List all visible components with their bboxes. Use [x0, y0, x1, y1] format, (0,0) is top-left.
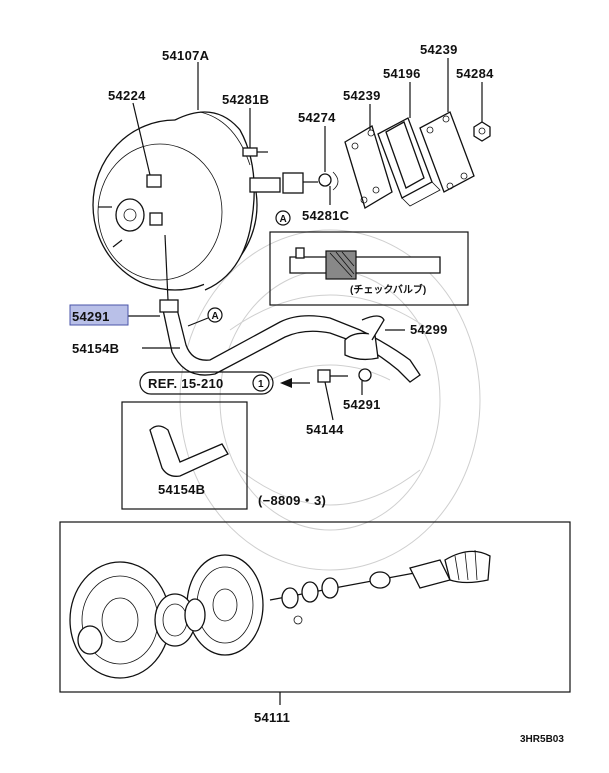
- hose-fitting[interactable]: [317, 368, 372, 383]
- part-labels: 54107A 54224 54281B 54274 54239 54196 54…: [72, 42, 564, 745]
- brake-booster[interactable]: [92, 111, 258, 291]
- arrow-left-icon: [280, 378, 292, 388]
- bolt[interactable]: [242, 147, 268, 157]
- label-spacer[interactable]: 54196: [383, 66, 421, 81]
- reference-circle-number: 1: [258, 379, 264, 390]
- label-clamp-right[interactable]: 54299: [410, 322, 448, 337]
- watermark: [179, 229, 481, 571]
- nut[interactable]: [473, 121, 491, 142]
- label-date-range: (−8809・3): [258, 493, 326, 508]
- label-stud-c[interactable]: 54281C: [302, 208, 350, 223]
- label-clamp-mid[interactable]: 54291: [343, 397, 381, 412]
- diagram-code: 3HR5B03: [520, 734, 564, 745]
- reference-text: REF. 15-210: [148, 376, 224, 391]
- label-nut-top[interactable]: 54224: [108, 88, 146, 103]
- label-bolt[interactable]: 54281B: [222, 92, 269, 107]
- label-nut-right[interactable]: 54284: [456, 66, 494, 81]
- label-hose-alt[interactable]: 54154B: [158, 482, 205, 497]
- svg-text:A: A: [212, 311, 219, 322]
- label-clip[interactable]: 54274: [298, 110, 336, 125]
- check-valve[interactable]: [344, 315, 385, 361]
- check-valve-caption: (チェックバルブ): [350, 283, 426, 296]
- gasket[interactable]: [419, 111, 475, 193]
- vacuum-hose[interactable]: A: [159, 234, 421, 383]
- label-fitting[interactable]: 54144: [306, 422, 344, 437]
- leader-lines: [128, 58, 483, 421]
- label-kit[interactable]: 54111: [254, 710, 290, 725]
- label-hose-clamp-left[interactable]: 54291: [72, 309, 110, 324]
- label-gasket-1[interactable]: 54239: [343, 88, 381, 103]
- svg-text:A: A: [280, 214, 287, 225]
- check-valve-callout: A (チェックバルブ): [269, 210, 469, 306]
- label-hose-main[interactable]: 54154B: [72, 341, 119, 356]
- spacer[interactable]: [377, 117, 441, 207]
- alternate-hose-box: [121, 401, 248, 510]
- push-rod[interactable]: [249, 171, 339, 194]
- highlight-box: [69, 304, 129, 326]
- gasket[interactable]: [344, 125, 393, 209]
- reference-box[interactable]: REF. 15-210 1: [139, 371, 310, 395]
- repair-kit-box: [59, 521, 571, 705]
- label-gasket-2[interactable]: 54239: [420, 42, 458, 57]
- label-booster[interactable]: 54107A: [162, 48, 210, 63]
